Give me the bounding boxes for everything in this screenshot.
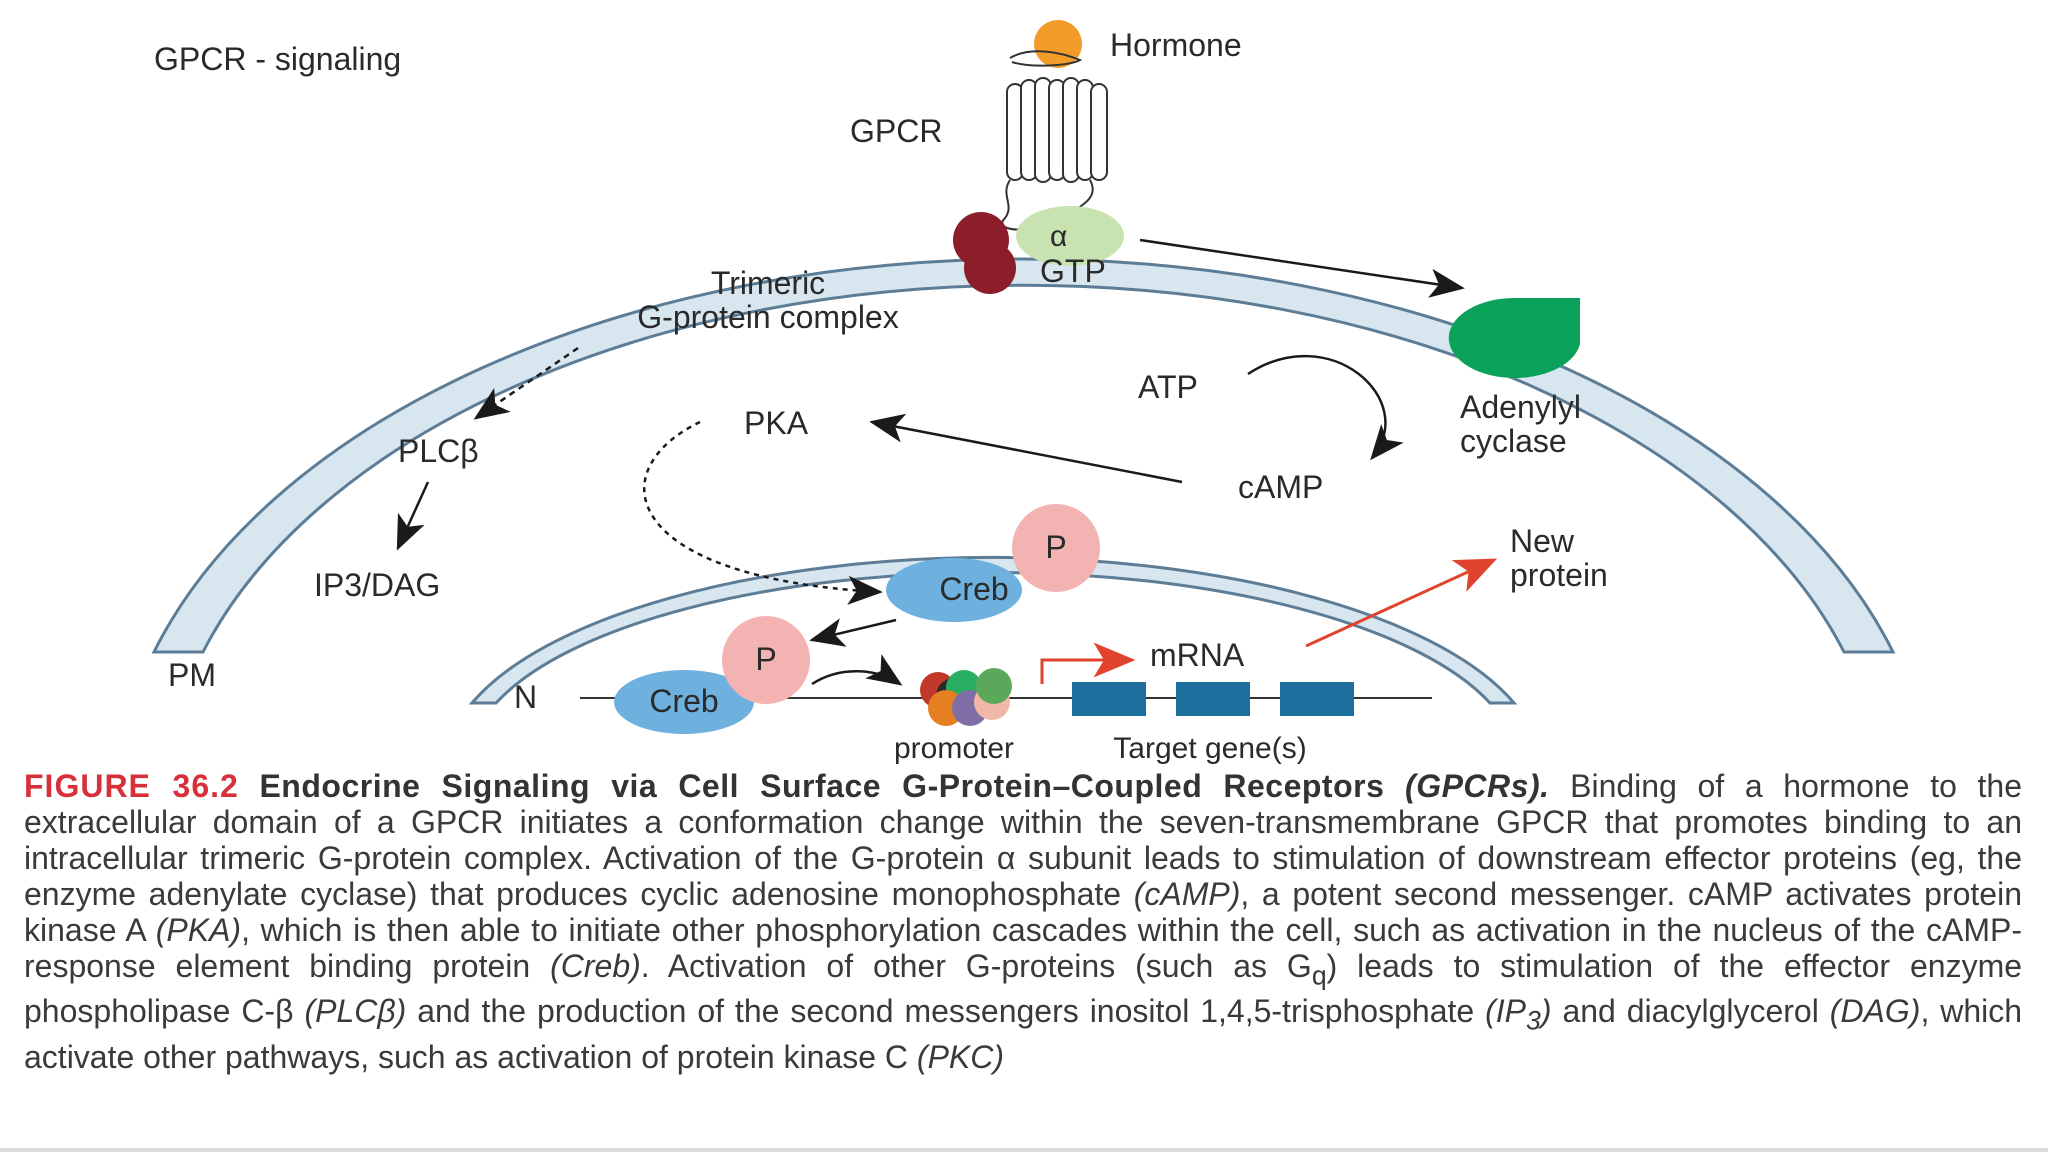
target-gene-box xyxy=(1072,682,1146,716)
n-label: N xyxy=(514,679,537,715)
arrow-plcb-to-ip3dag xyxy=(396,481,430,551)
figure-title-abbrev: (GPCRs). xyxy=(1405,768,1550,804)
arrow-pka-to-creb xyxy=(643,420,883,605)
target-gene-box xyxy=(1280,682,1354,716)
pka-label: PKA xyxy=(744,405,809,441)
target-genes-label: Target gene(s) xyxy=(1113,732,1306,765)
caption-subscript-q: q xyxy=(1311,960,1327,991)
caption-text: Binding of a hormone to the extracellula… xyxy=(24,768,2023,912)
g-protein-complex xyxy=(953,206,1124,294)
bottom-divider xyxy=(0,1148,2048,1152)
gpcr-receptor xyxy=(1001,77,1108,231)
new-protein-label-line2: protein xyxy=(1510,557,1608,593)
plcb-label: PLCβ xyxy=(398,433,479,469)
caption-abbrev-pkc: (PKC) xyxy=(916,1038,1005,1075)
caption-text: , which activate other pathways, such as… xyxy=(24,993,2023,1075)
arrow-gprotein-to-plcb xyxy=(473,346,579,420)
caption-text: and the production of the second messeng… xyxy=(417,993,1475,1030)
adenylyl-cyclase-label-line2: cyclase xyxy=(1460,423,1567,459)
plasma-membrane xyxy=(151,257,1896,654)
arrow-creb-to-promoter xyxy=(811,654,903,686)
caption-abbrev-camp: (cAMP) xyxy=(1133,876,1241,912)
arrow-creb-translocation xyxy=(809,618,897,647)
camp-label: cAMP xyxy=(1238,469,1323,505)
figure-number: FIGURE 36.2 xyxy=(24,768,239,804)
caption-abbrev-creb: (Creb) xyxy=(550,948,641,984)
trimeric-label-line2: G-protein complex xyxy=(637,299,898,335)
pm-label: PM xyxy=(168,657,216,693)
target-gene-box xyxy=(1176,682,1250,716)
hormone-ligand xyxy=(1009,20,1083,68)
adenylyl-cyclase xyxy=(1448,298,1580,378)
arrow-mrna-to-protein xyxy=(1305,558,1498,648)
gtp-label: GTP xyxy=(1040,253,1106,289)
creb-upper-label: Creb xyxy=(939,571,1008,607)
arrow-atp-to-camp xyxy=(1247,354,1404,461)
caption-text: ) leads to stimulation of the effector e… xyxy=(24,948,2023,1030)
caption-text: , a potent second messenger. cAMP activa… xyxy=(24,876,2023,948)
figure-title: Endocrine Signaling via Cell Surface G-P… xyxy=(259,768,1385,804)
promoter-complex xyxy=(920,668,1012,726)
hormone-label: Hormone xyxy=(1110,27,1242,63)
creb-lower xyxy=(614,616,810,734)
ip3dag-label: IP3/DAG xyxy=(314,567,440,603)
gpcr-label: GPCR xyxy=(850,113,942,149)
caption-text: . Activation of other G-proteins (such a… xyxy=(640,948,1312,984)
arrow-camp-to-pka xyxy=(869,413,1183,484)
caption-abbrev-dag: (DAG) xyxy=(1829,993,1921,1030)
p-upper-label: P xyxy=(1045,529,1066,565)
caption-text: and diacylglycerol xyxy=(1562,993,1819,1030)
creb-lower-label: Creb xyxy=(649,683,718,719)
caption-abbrev-ip3: (IP3) xyxy=(1485,993,1552,1036)
trimeric-label-line1: Trimeric xyxy=(711,265,825,301)
creb-upper xyxy=(886,504,1100,622)
caption-abbrev-pka: (PKA) xyxy=(155,912,242,948)
caption-text: , which is then able to initiate other p… xyxy=(24,912,2023,984)
caption-abbrev-plcb: (PLCβ) xyxy=(304,993,407,1030)
new-protein-label-line1: New xyxy=(1510,523,1575,559)
mrna-label: mRNA xyxy=(1150,637,1245,673)
diagram-title: GPCR - signaling xyxy=(154,41,401,77)
adenylyl-cyclase-label-line1: Adenylyl xyxy=(1460,389,1581,425)
alpha-label: α xyxy=(1050,220,1067,253)
p-lower-label: P xyxy=(755,641,776,677)
arrow-galpha-to-ac xyxy=(1139,238,1465,298)
promoter-label: promoter xyxy=(894,732,1014,765)
figure-caption: FIGURE 36.2 Endocrine Signaling via Cell… xyxy=(24,768,2022,1075)
arrow-transcription-start xyxy=(1040,642,1136,684)
atp-label: ATP xyxy=(1138,369,1198,405)
